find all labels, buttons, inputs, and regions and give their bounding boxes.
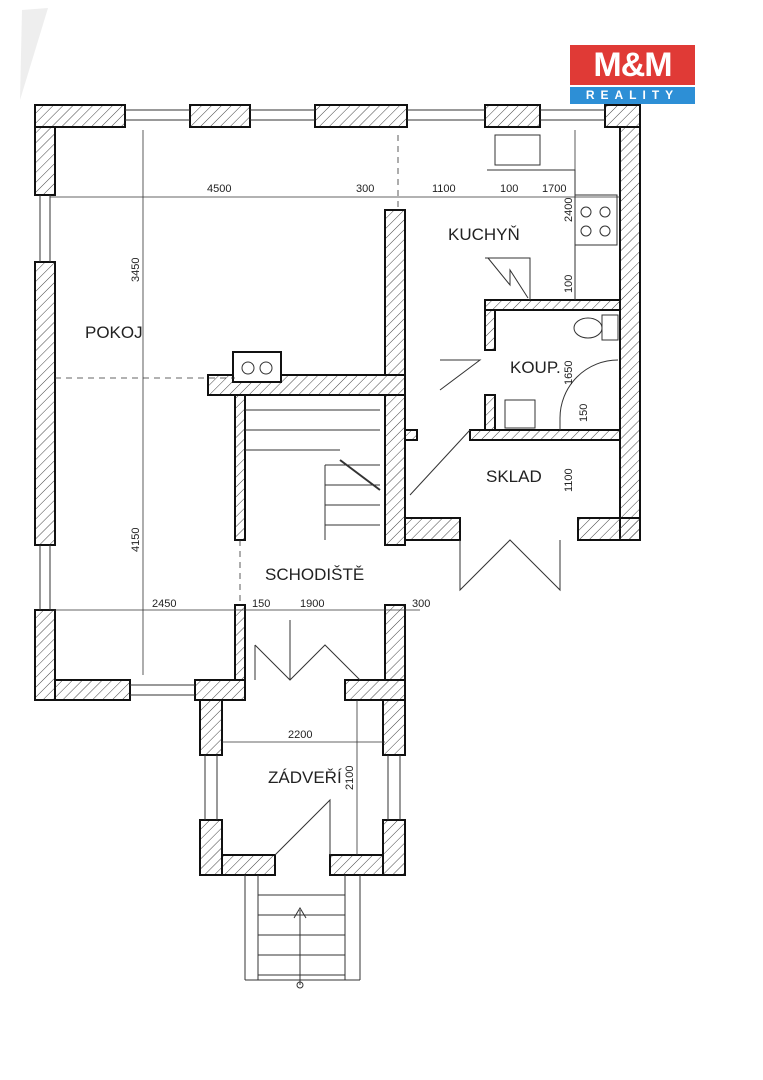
dim-1100: 1100 — [432, 183, 456, 195]
room-labels: POKOJ KUCHYŇ KOUP. SKLAD SCHODIŠTĚ ZÁDVE… — [85, 225, 561, 787]
scan-artifact — [20, 8, 48, 100]
dim-4150: 4150 — [130, 528, 142, 552]
room-koupelna: KOUP. — [510, 358, 561, 377]
dim-300: 300 — [356, 183, 374, 195]
dim-kitchen-100: 100 — [563, 275, 575, 293]
stairs-entrance — [244, 875, 361, 989]
dimension-lines — [50, 130, 620, 855]
logo-sub: REALITY — [570, 87, 695, 104]
dim-sklad-1100: 1100 — [563, 468, 575, 492]
walls — [34, 104, 641, 876]
room-sklad: SKLAD — [486, 467, 542, 486]
dim-1650: 1650 — [563, 361, 575, 385]
mm-reality-logo: M&M REALITY — [570, 45, 695, 104]
dim-3450: 3450 — [130, 258, 142, 282]
dim-2450: 2450 — [152, 598, 176, 610]
room-pokoj: POKOJ — [85, 323, 143, 342]
dim-1700: 1700 — [542, 183, 566, 195]
dim-bottom-300: 300 — [412, 598, 430, 610]
dim-2400: 2400 — [563, 198, 575, 222]
dim-2200: 2200 — [288, 729, 312, 741]
dim-4500: 4500 — [207, 183, 231, 195]
logo-brand: M&M — [570, 45, 695, 85]
room-schodiste: SCHODIŠTĚ — [265, 565, 364, 584]
dim-100: 100 — [500, 183, 518, 195]
dim-1900: 1900 — [300, 598, 324, 610]
dim-2100: 2100 — [344, 766, 356, 790]
dimension-texts: 4500 300 1100 100 1700 3450 4150 2400 10… — [130, 183, 590, 790]
dim-bath-150: 150 — [578, 404, 590, 422]
stairs-inner — [245, 409, 381, 540]
dim-bottom-150: 150 — [252, 598, 270, 610]
room-zadveri: ZÁDVEŘÍ — [268, 768, 342, 787]
room-kuchyn: KUCHYŇ — [448, 225, 520, 244]
